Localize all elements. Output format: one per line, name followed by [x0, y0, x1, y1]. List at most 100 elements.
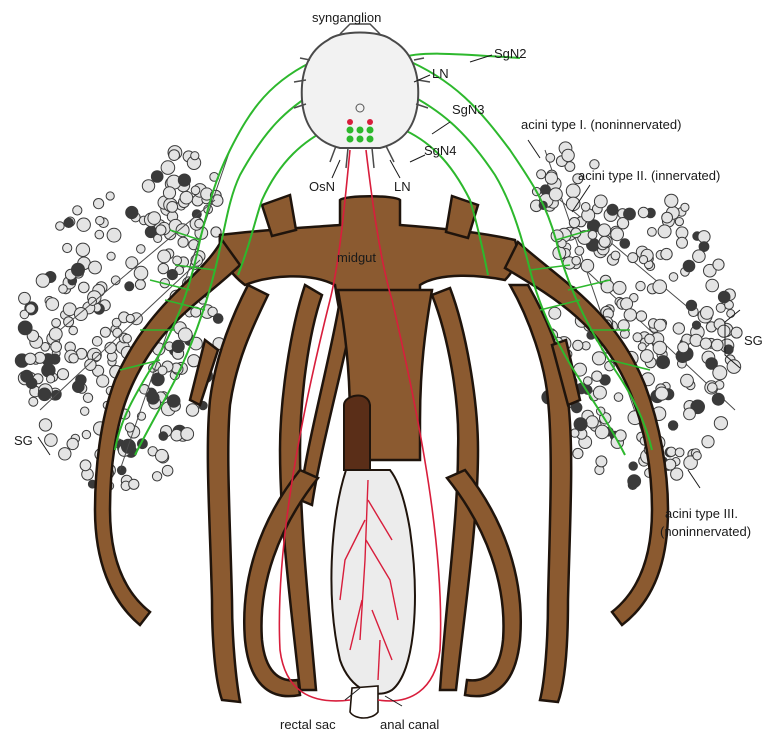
label-sgn4: SgN4 [424, 143, 457, 158]
acinus [562, 149, 574, 161]
acinus [681, 374, 694, 387]
acinus [156, 225, 166, 235]
acinus [731, 327, 742, 338]
acinus [142, 180, 154, 192]
label-sg-right: SG [744, 333, 763, 348]
acinus [21, 370, 33, 382]
acinus [686, 300, 696, 310]
acinus [661, 248, 672, 259]
acinus [584, 377, 593, 386]
acinus [73, 206, 82, 215]
acinus [593, 386, 606, 399]
acinus [158, 263, 168, 273]
acinus [549, 307, 561, 319]
acinus [95, 230, 104, 239]
acinus [621, 298, 633, 310]
acinus [662, 212, 673, 223]
acinus [673, 323, 684, 334]
acinus [89, 261, 102, 274]
acinus [26, 304, 36, 314]
acinus [633, 333, 642, 342]
acinus [56, 222, 65, 231]
acinus [592, 371, 602, 381]
acinus [586, 416, 598, 428]
acinus [713, 366, 727, 380]
acinus [45, 434, 58, 447]
acinus [113, 328, 122, 337]
label-acini-type-3-note: (noninnervated) [660, 524, 751, 539]
acinus [69, 354, 78, 363]
acinus [569, 218, 579, 228]
acinus [178, 328, 192, 342]
acinus [51, 341, 62, 352]
synganglion-shape [294, 24, 430, 168]
acinus [575, 246, 584, 255]
acinus [59, 285, 68, 294]
acinus [77, 218, 90, 231]
acinus [684, 408, 696, 420]
acinus [213, 314, 223, 324]
acinus [18, 321, 32, 335]
acinus [549, 188, 562, 201]
acinus [596, 456, 607, 467]
acinus [595, 425, 609, 439]
acinus [83, 393, 92, 402]
acinus [638, 343, 646, 351]
acinus [645, 334, 655, 344]
acinus [546, 153, 555, 162]
acinus [718, 325, 730, 337]
acinus [181, 428, 194, 441]
acinus [163, 187, 175, 199]
acinus [39, 419, 51, 431]
acinus [639, 256, 647, 264]
acinus [712, 339, 724, 351]
acinus [714, 417, 727, 430]
acinus [82, 430, 90, 438]
acinus [572, 256, 581, 265]
acinus [698, 231, 710, 243]
acinus [63, 243, 72, 252]
acinus [545, 172, 557, 184]
acinus [47, 375, 55, 383]
acinus [636, 281, 645, 290]
rectal-sac-shape [331, 470, 414, 694]
acinus [716, 303, 725, 312]
acinus [693, 452, 701, 460]
acinus [57, 369, 68, 380]
acinus [81, 407, 89, 415]
acinus [29, 397, 38, 406]
label-ln-top: LN [432, 66, 449, 81]
acinus [107, 252, 115, 260]
acinus [701, 307, 714, 320]
acinus [607, 204, 618, 215]
label-sg-left: SG [14, 433, 33, 448]
acinus [573, 340, 583, 350]
acinus [67, 438, 78, 449]
acinus [129, 479, 139, 489]
acinus [191, 186, 200, 195]
acinus [665, 194, 678, 207]
acinus [169, 150, 180, 161]
acinus [72, 263, 85, 276]
acinus [76, 243, 89, 256]
acinus [167, 270, 177, 280]
acinus [537, 170, 546, 179]
acinus [718, 291, 730, 303]
acinus [611, 228, 624, 241]
acinus [107, 228, 121, 242]
acinus [88, 297, 96, 305]
label-osn: OsN [309, 179, 335, 194]
acinus [581, 203, 590, 212]
acinus [624, 309, 636, 321]
acinus [135, 280, 145, 290]
acinus [693, 250, 706, 263]
acinus [25, 353, 36, 364]
acinus [636, 311, 646, 321]
acinus [655, 387, 668, 400]
acinus [159, 432, 168, 441]
acinus [178, 237, 188, 247]
acinus [211, 195, 223, 207]
acinus [592, 352, 605, 365]
acinus [708, 383, 718, 393]
acinus [158, 250, 171, 263]
